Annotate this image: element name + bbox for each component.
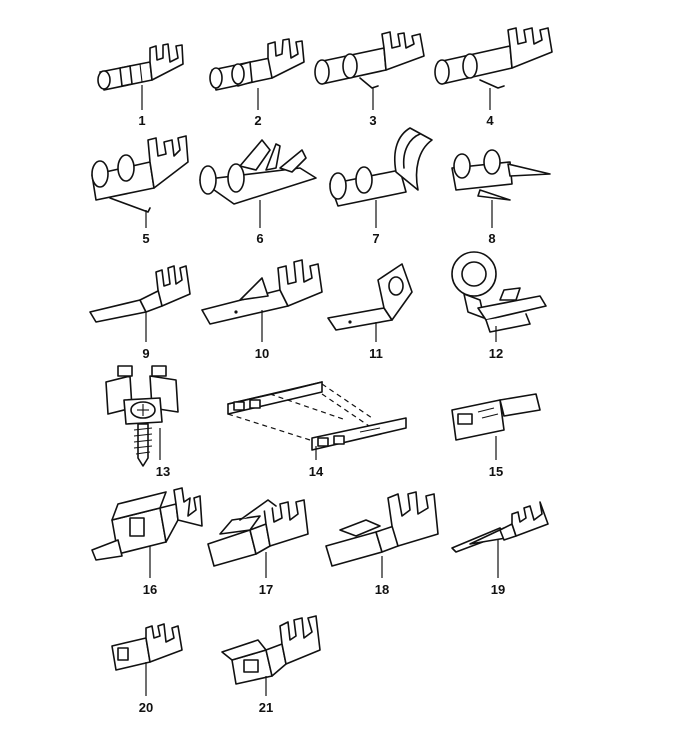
part-16-drawing [91, 487, 203, 561]
part-label-6: 6 [256, 231, 263, 246]
part-label-11: 11 [369, 346, 383, 361]
part-12-drawing [451, 251, 547, 333]
part-21-drawing [221, 615, 321, 685]
part-label-18: 18 [375, 582, 389, 597]
part-4-drawing [434, 27, 553, 89]
part-label-15: 15 [489, 464, 503, 479]
part-label-21: 21 [259, 700, 273, 715]
part-13-drawing [105, 365, 179, 467]
part-20-drawing [111, 623, 183, 671]
part-label-2: 2 [254, 113, 261, 128]
part-label-17: 17 [259, 582, 273, 597]
part-label-16: 16 [143, 582, 157, 597]
part-9-drawing [89, 265, 191, 323]
part-15-drawing [451, 393, 541, 441]
part-label-8: 8 [488, 231, 495, 246]
part-label-19: 19 [491, 582, 505, 597]
part-18-drawing [325, 491, 439, 567]
part-7-drawing [329, 127, 433, 207]
part-label-3: 3 [369, 113, 376, 128]
part-2-drawing [209, 38, 305, 91]
part-label-10: 10 [255, 346, 269, 361]
part-11-drawing [327, 263, 413, 331]
part-label-7: 7 [372, 231, 379, 246]
part-label-1: 1 [138, 113, 145, 128]
part-label-20: 20 [139, 700, 153, 715]
part-8-drawing [451, 149, 551, 201]
part-label-4: 4 [486, 113, 494, 128]
part-5-drawing [91, 135, 189, 213]
part-3-drawing [314, 31, 425, 89]
part-19-drawing [451, 501, 549, 553]
part-17-drawing [207, 499, 309, 567]
part-label-14: 14 [309, 464, 324, 479]
part-label-12: 12 [489, 346, 503, 361]
part-label-13: 13 [156, 464, 170, 479]
part-6-drawing [199, 139, 317, 205]
part-10-drawing [201, 259, 323, 325]
part-label-9: 9 [142, 346, 149, 361]
part-1-drawing [97, 43, 184, 91]
part-label-5: 5 [142, 231, 149, 246]
part-14-drawing [227, 381, 407, 451]
